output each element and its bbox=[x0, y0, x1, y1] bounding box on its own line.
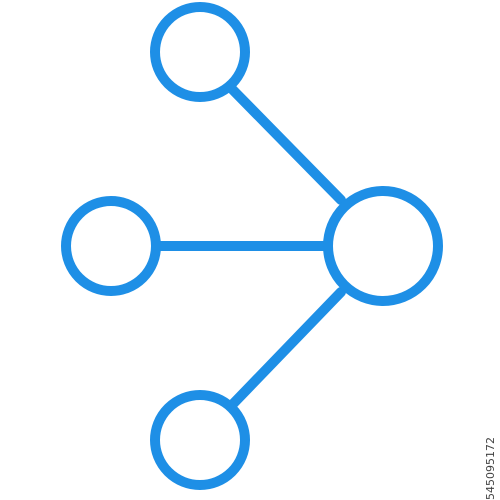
node-left bbox=[61, 196, 161, 296]
node-top bbox=[150, 2, 250, 102]
watermark-id: 545095172 bbox=[484, 437, 497, 500]
connector-top bbox=[226, 83, 346, 205]
node-bottom bbox=[150, 390, 250, 490]
node-hub bbox=[323, 186, 443, 306]
connector-bottom bbox=[226, 287, 346, 411]
